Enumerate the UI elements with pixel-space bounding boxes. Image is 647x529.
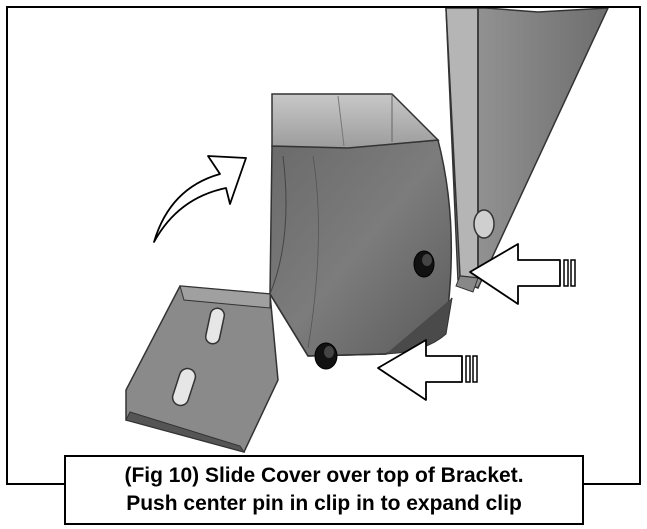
figure-caption: (Fig 10) Slide Cover over top of Bracket… — [64, 455, 584, 525]
caption-line-2: Push center pin in clip in to expand cli… — [126, 492, 522, 515]
slot-hole — [204, 307, 226, 345]
bracket-illustration — [125, 8, 609, 453]
cover-tab — [271, 93, 440, 149]
caption-line-1: (Fig 10) Slide Cover over top of Bracket… — [124, 464, 524, 487]
clip-pin-lower — [314, 342, 338, 370]
slot-hole — [171, 367, 197, 407]
figure-frame — [6, 6, 641, 485]
push-arrow-icon — [469, 243, 576, 305]
bracket-arm — [445, 8, 609, 293]
push-arrow-icon — [377, 339, 478, 401]
bracket-plate — [125, 285, 279, 453]
clip-pin-upper — [413, 250, 435, 278]
curved-arrow-icon — [153, 155, 247, 243]
slide-cover — [269, 93, 453, 357]
